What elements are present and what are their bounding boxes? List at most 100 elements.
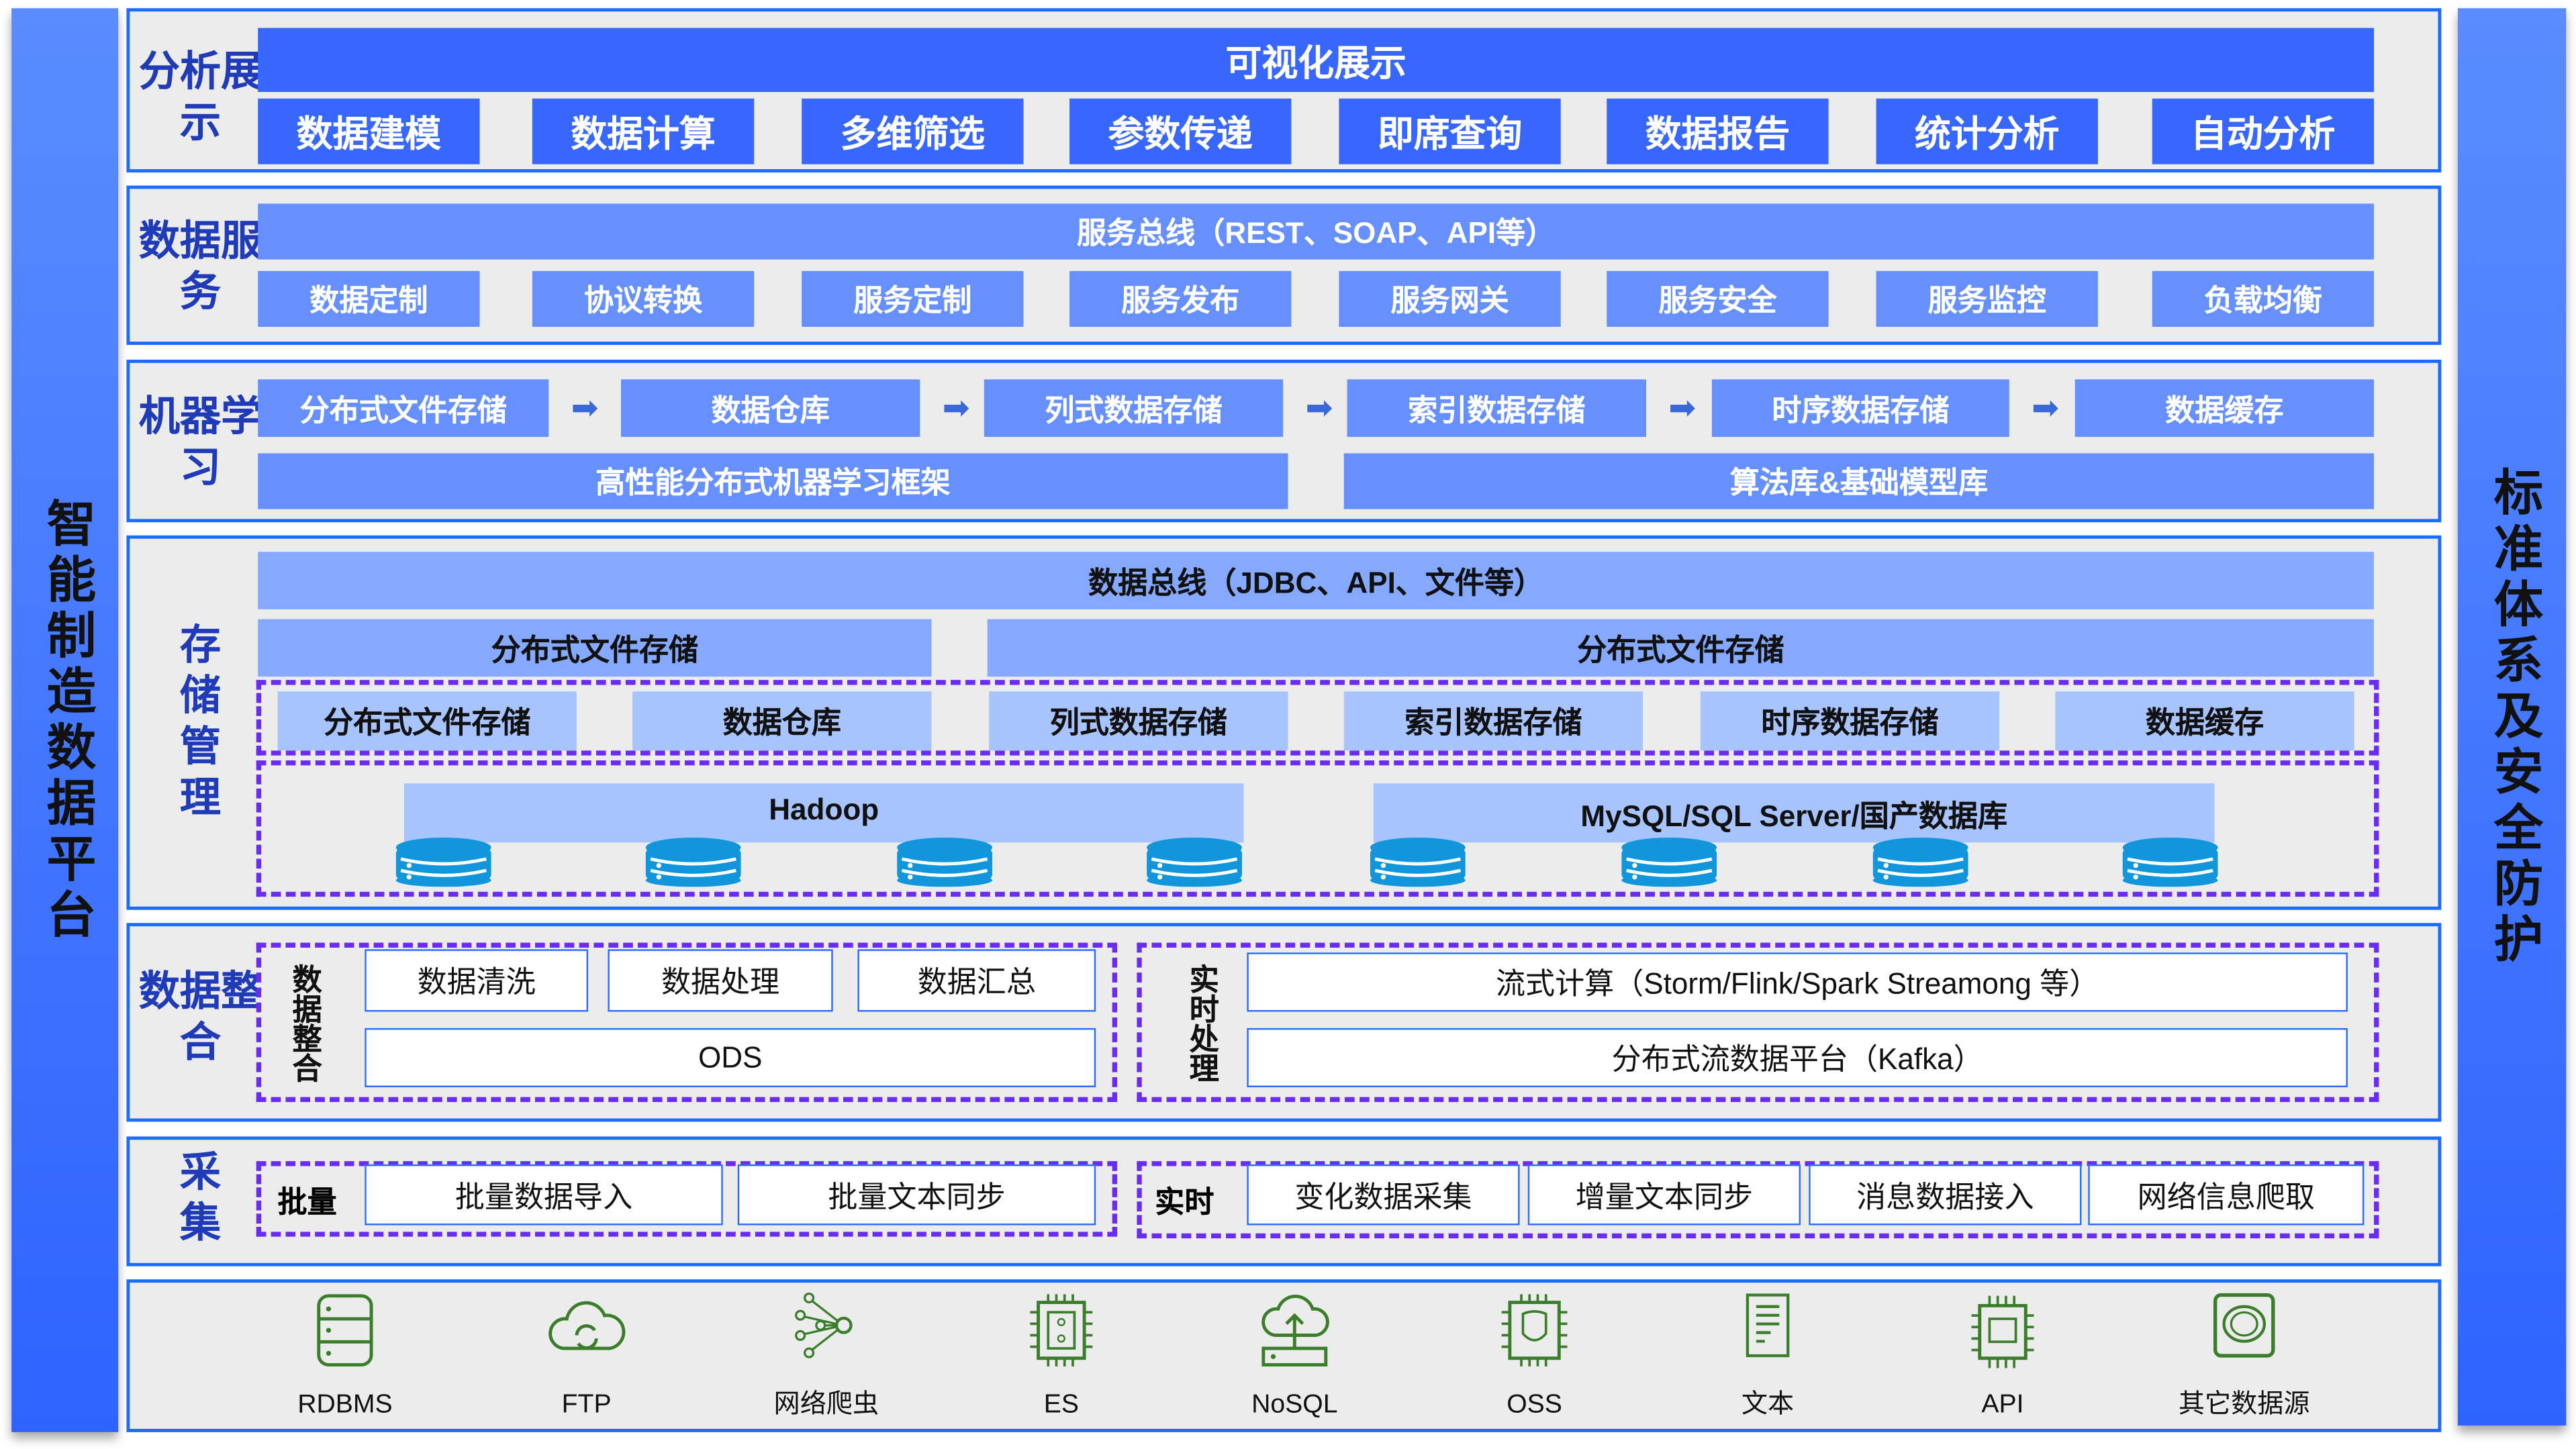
batch-collection-label: 批量 — [277, 1185, 337, 1219]
source-label: API — [1981, 1391, 2024, 1419]
collection-item: 批量数据导入 — [365, 1164, 723, 1226]
ods-box: ODS — [365, 1028, 1096, 1087]
realtime-item: 流式计算（Storm/Flink/Spark Streamong 等） — [1247, 952, 2348, 1012]
storage-types-group — [256, 680, 2379, 756]
source-label: 文本 — [1741, 1391, 1795, 1419]
analysis-item: 数据建模 — [258, 98, 480, 164]
collection-item: 批量文本同步 — [737, 1164, 1096, 1226]
cloud-upload-icon — [1261, 1295, 1329, 1366]
source-item: API — [1912, 1289, 2093, 1421]
database-disk-icon — [1147, 838, 1243, 887]
source-item: 其它数据源 — [2154, 1289, 2334, 1421]
network-icon — [795, 1292, 853, 1358]
database-disk-icon — [395, 838, 491, 887]
storage-type: 列式数据存储 — [989, 691, 1288, 751]
cloud-sync-icon — [548, 1301, 626, 1350]
service-item: 负载均衡 — [2152, 270, 2375, 327]
data-bus-header: 数据总线（JDBC、API、文件等） — [258, 552, 2375, 609]
batch-integration-group — [256, 942, 1118, 1103]
service-bus-header: 服务总线（REST、SOAP、API等） — [258, 203, 2375, 260]
source-label: FTP — [561, 1391, 612, 1419]
source-label: RDBMS — [297, 1391, 393, 1419]
storage-type: 数据仓库 — [632, 691, 932, 751]
database-disk-icon — [1621, 838, 1717, 887]
service-item: 服务定制 — [802, 270, 1024, 327]
realtime-collection-group — [1137, 1161, 2379, 1239]
layer-label: 数据整合 — [138, 968, 263, 1065]
arrow-right-icon: ➡ — [1668, 391, 1697, 428]
storage-engine: MySQL/SQL Server/国产数据库 — [1373, 783, 2215, 843]
layer-label: 机器学习 — [138, 393, 263, 491]
analysis-item: 参数传递 — [1069, 98, 1292, 164]
arrow-right-icon: ➡ — [2032, 391, 2060, 428]
arrow-right-icon: ➡ — [1305, 391, 1333, 428]
shield-chip-icon — [1501, 1294, 1568, 1366]
collection-item: 增量文本同步 — [1527, 1164, 1801, 1226]
ml-framework: 高性能分布式机器学习框架 — [258, 453, 1288, 509]
service-item: 数据定制 — [258, 270, 480, 327]
source-label: ES — [1043, 1391, 1079, 1419]
storage-type: 时序数据存储 — [1700, 691, 2000, 751]
arrow-right-icon: ➡ — [571, 391, 599, 428]
service-item: 服务发布 — [1069, 270, 1292, 327]
integration-item: 数据汇总 — [857, 949, 1096, 1012]
ml-framework: 算法库&基础模型库 — [1343, 453, 2375, 509]
source-label: 其它数据源 — [2178, 1391, 2310, 1419]
integration-item: 数据清洗 — [365, 949, 589, 1012]
left-bar-title: 智能制造数据平台 — [38, 497, 93, 944]
source-item: OSS — [1444, 1289, 1625, 1421]
collection-item: 消息数据接入 — [1809, 1164, 2082, 1226]
ml-pipeline-item: 分布式文件存储 — [258, 379, 549, 437]
storage-group: 分布式文件存储 — [987, 619, 2375, 677]
analysis-item: 统计分析 — [1876, 98, 2098, 164]
service-item: 服务安全 — [1607, 270, 1829, 327]
database-disk-icon — [2122, 838, 2218, 887]
ml-pipeline-item: 数据仓库 — [621, 379, 920, 437]
source-item: NoSQL — [1204, 1289, 1385, 1421]
source-item: FTP — [496, 1289, 677, 1421]
service-item: 服务监控 — [1876, 270, 2098, 327]
database-disk-icon — [645, 838, 741, 887]
storage-type: 分布式文件存储 — [277, 691, 577, 751]
ml-pipeline-item: 索引数据存储 — [1347, 379, 1646, 437]
analysis-item: 多维筛选 — [802, 98, 1024, 164]
realtime-processing-label: 实时处理 — [1186, 964, 1219, 1083]
storage-engines-group — [256, 760, 2379, 897]
ml-pipeline-item: 列式数据存储 — [984, 379, 1284, 437]
right-security-bar: 标准体系及安全防护 — [2457, 8, 2567, 1426]
storage-engine: Hadoop — [403, 783, 1244, 843]
ml-pipeline-item: 数据缓存 — [2074, 379, 2375, 437]
database-disk-icon — [1370, 838, 1466, 887]
visualization-header: 可视化展示 — [258, 28, 2375, 93]
database-disk-icon — [897, 838, 993, 887]
source-item: RDBMS — [254, 1289, 435, 1421]
collection-item: 变化数据采集 — [1247, 1164, 1520, 1226]
realtime-collection-label: 实时 — [1155, 1185, 1214, 1219]
arrow-right-icon: ➡ — [942, 391, 970, 428]
source-label: 网络爬虫 — [773, 1391, 879, 1419]
batch-collection-group — [256, 1161, 1118, 1237]
source-label: NoSQL — [1251, 1391, 1338, 1419]
service-item: 协议转换 — [532, 270, 755, 327]
integration-item: 数据处理 — [608, 949, 833, 1012]
source-item: 文本 — [1677, 1289, 1858, 1421]
source-label: OSS — [1507, 1391, 1562, 1419]
analysis-item: 数据报告 — [1607, 98, 1829, 164]
source-item: ES — [971, 1289, 1151, 1421]
api-chip-icon — [1971, 1295, 2034, 1368]
document-icon — [1746, 1293, 1790, 1358]
left-platform-bar: 智能制造数据平台 — [11, 8, 119, 1432]
analysis-item: 自动分析 — [2152, 98, 2375, 164]
analysis-item: 即席查询 — [1339, 98, 1561, 164]
realtime-processing-group — [1137, 942, 2379, 1103]
batch-integration-label: 数据整合 — [289, 964, 322, 1083]
storage-group: 分布式文件存储 — [258, 619, 932, 677]
database-icon — [317, 1294, 373, 1366]
right-bar-title: 标准体系及安全防护 — [2485, 465, 2540, 968]
layer-label: 存储管理 — [179, 622, 222, 821]
storage-type: 数据缓存 — [2055, 691, 2354, 751]
collection-item: 网络信息爬取 — [2088, 1164, 2365, 1226]
layer-label: 分析展示 — [138, 49, 263, 146]
database-disk-icon — [1872, 838, 1968, 887]
